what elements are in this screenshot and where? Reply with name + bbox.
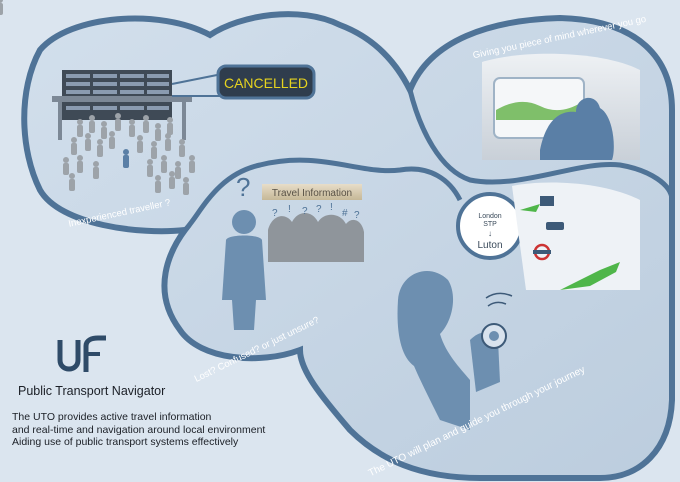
- svg-text:?: ?: [354, 210, 360, 221]
- svg-text:?: ?: [302, 206, 308, 217]
- brand-title: Public Transport Navigator: [18, 384, 166, 398]
- svg-text:?: ?: [236, 172, 250, 202]
- question-marks: ? ! ? ? ! # ?: [272, 202, 360, 221]
- lost-person: ?: [222, 172, 266, 330]
- crowd-platform: [268, 213, 364, 262]
- bus-icon: [546, 222, 564, 230]
- arrow-icon: [520, 204, 540, 212]
- phone-device-icon: [481, 323, 507, 349]
- transport-options-panel: [512, 182, 640, 290]
- svg-text:!: !: [288, 204, 291, 215]
- travel-info-sign: Travel Information: [262, 184, 362, 200]
- description: The UTO provides active travel informati…: [12, 411, 265, 449]
- departure-board-icon: [52, 70, 192, 140]
- route-zoom: London STP ↓ Luton: [456, 192, 524, 260]
- description-line: Aiding use of public transport systems e…: [12, 436, 239, 449]
- svg-text:Luton: Luton: [477, 240, 502, 251]
- svg-text:?: ?: [272, 208, 278, 219]
- logo-icon: [57, 335, 106, 372]
- description-line: The UTO provides active travel informati…: [12, 411, 212, 423]
- svg-text:?: ?: [316, 204, 322, 215]
- cancelled-sign: CANCELLED: [171, 64, 316, 100]
- svg-text:Travel Information: Travel Information: [272, 188, 352, 199]
- description-line: and real-time and navigation around loca…: [12, 423, 266, 436]
- crowd-station: [0, 0, 195, 195]
- svg-text:!: !: [330, 202, 333, 213]
- train-icon: [540, 196, 554, 206]
- svg-text:↓: ↓: [488, 229, 492, 238]
- traveller-figure: [123, 149, 129, 168]
- svg-text:London: London: [478, 213, 501, 220]
- svg-text:#: #: [342, 208, 348, 219]
- signal-waves-icon: [485, 292, 513, 307]
- svg-text:STP: STP: [483, 221, 497, 228]
- cancelled-text: CANCELLED: [224, 75, 308, 91]
- train-window-scene: [482, 53, 640, 160]
